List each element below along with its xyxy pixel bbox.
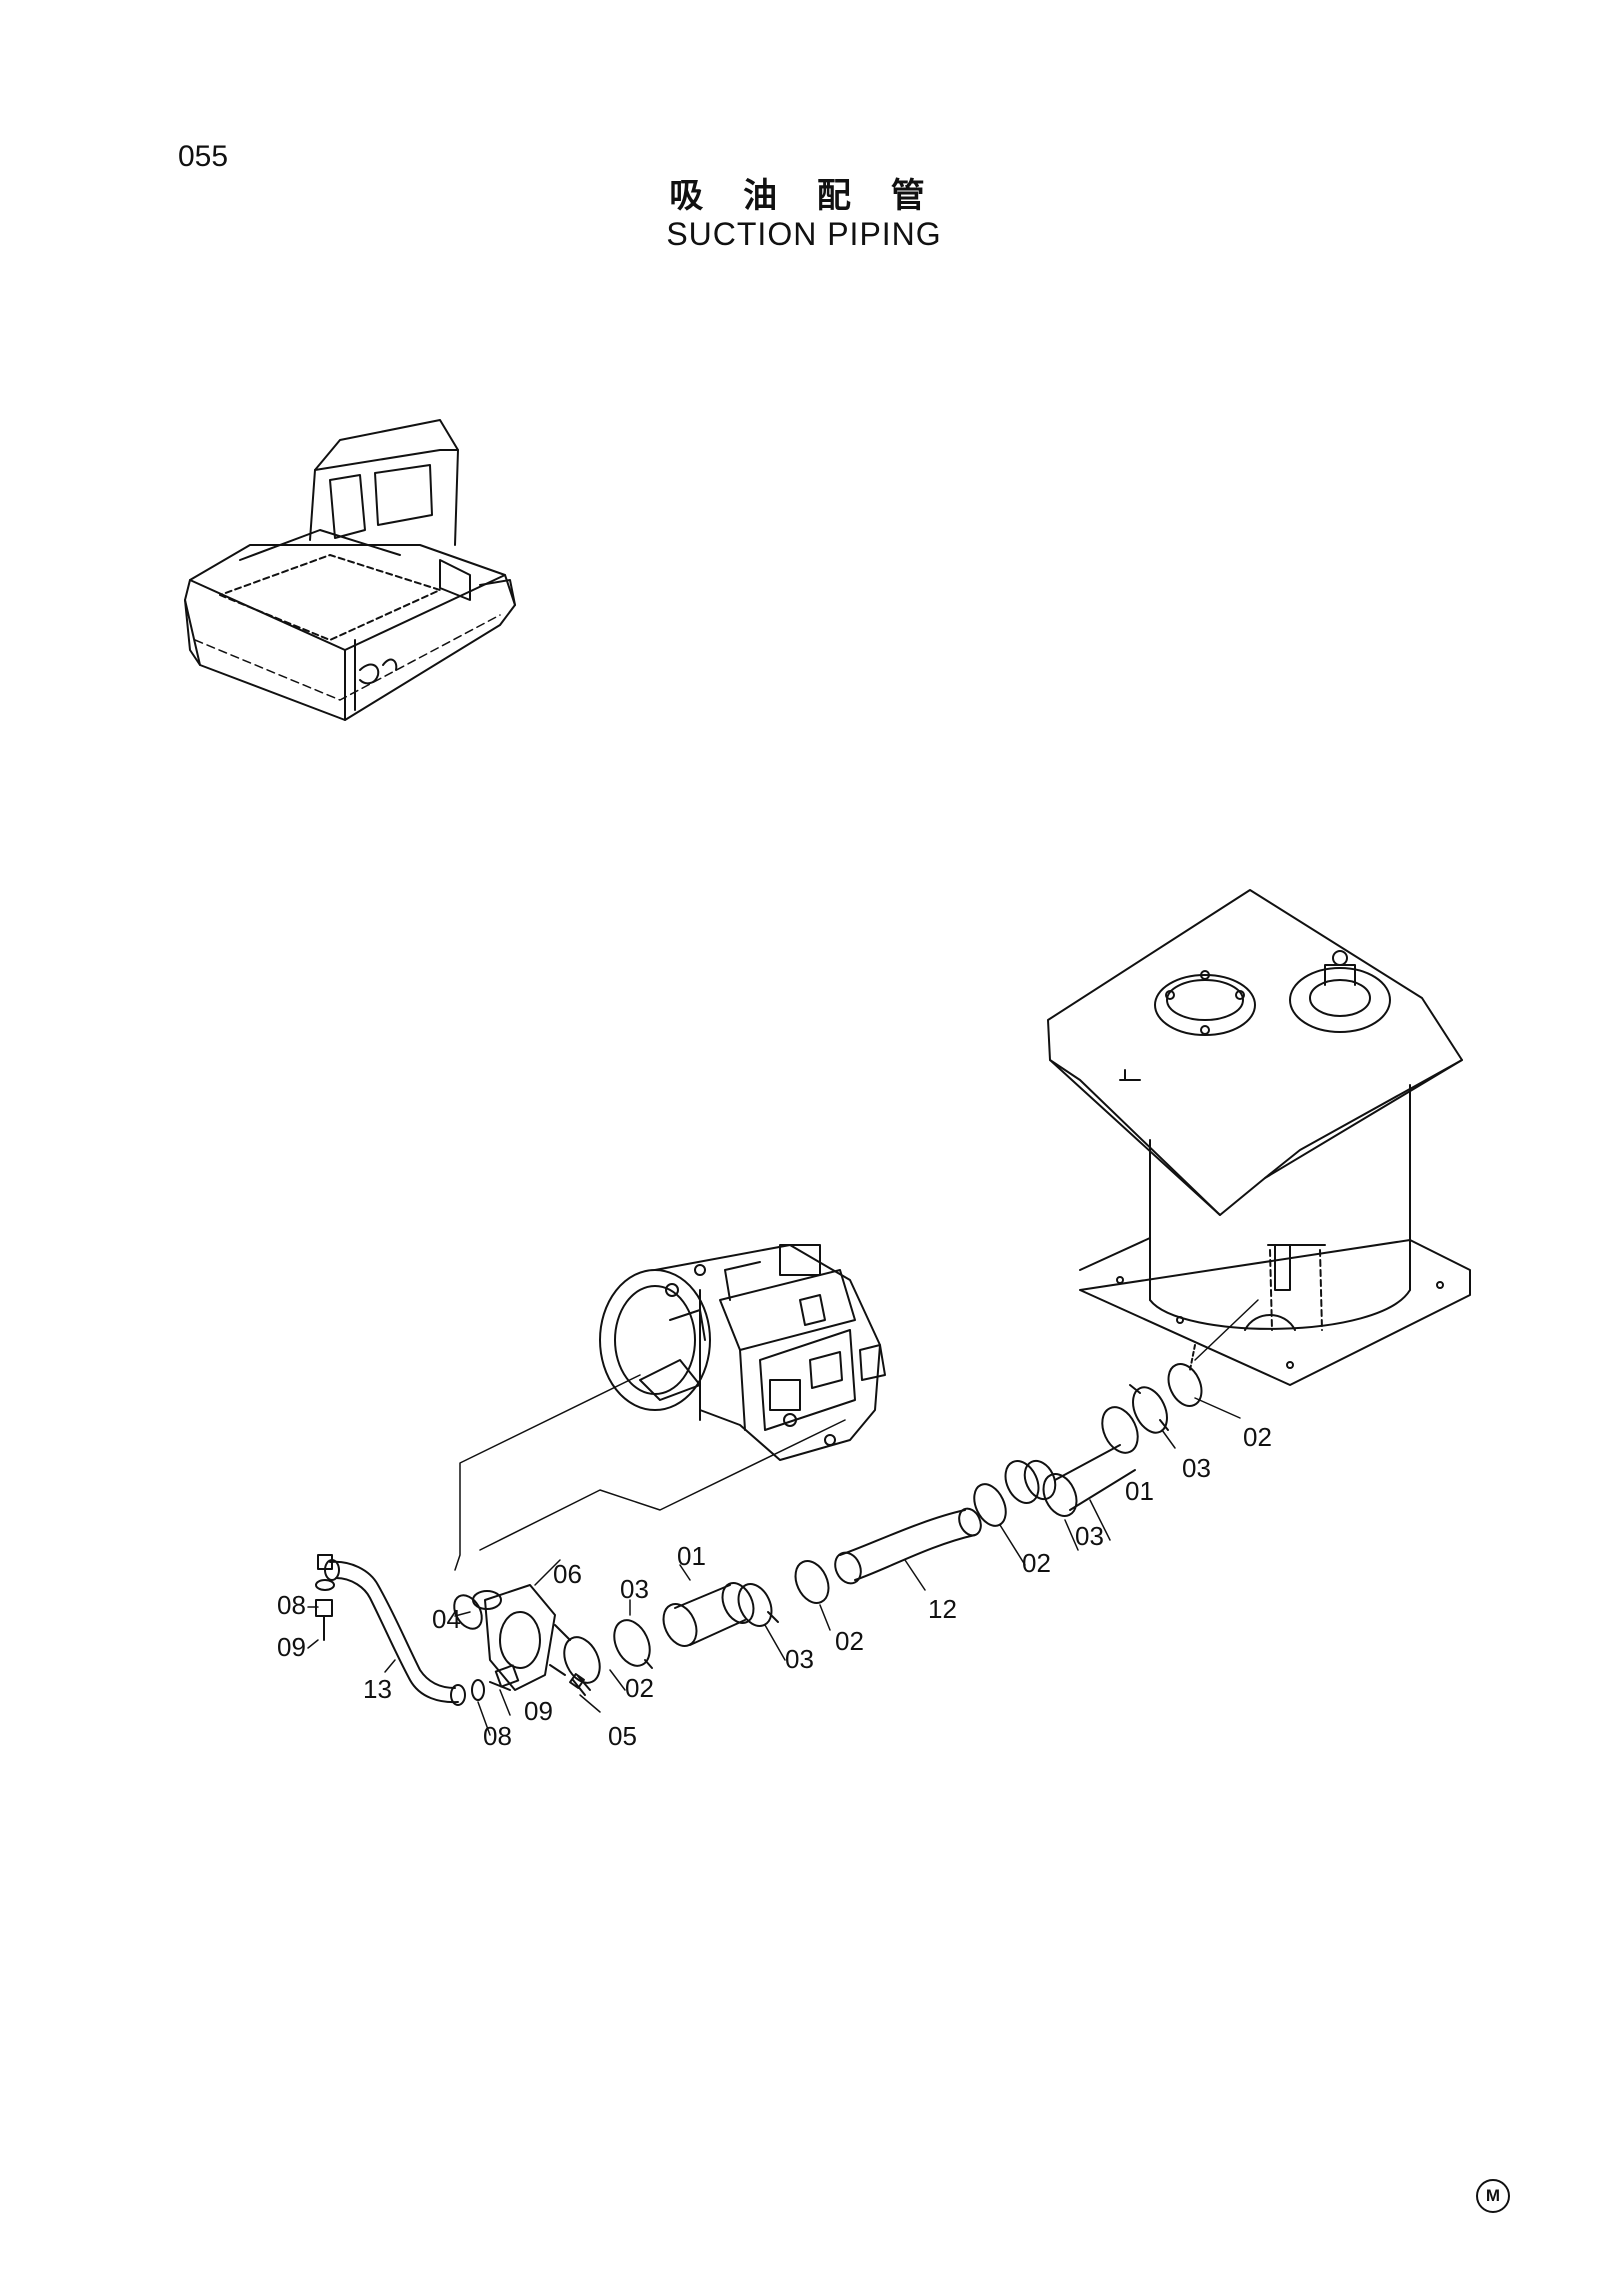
- corner-mark: M: [1476, 2179, 1510, 2213]
- title-chinese: 吸 油 配 管: [669, 176, 939, 216]
- excavator-overview: [184, 419, 516, 721]
- callout-label: 02: [835, 1626, 864, 1656]
- callout-label: 02: [1243, 1422, 1272, 1452]
- pump-leader-lines: [454, 1374, 846, 1571]
- callout-labels: 01 01 02 02 02 02 03 03 03 03 04 05 06 0…: [277, 1422, 1272, 1751]
- callout-label: 02: [1022, 1548, 1051, 1578]
- pump-assembly: [599, 1244, 886, 1461]
- callout-label: 06: [553, 1559, 582, 1589]
- piping-train: [315, 1363, 1203, 1706]
- callout-label: 03: [620, 1574, 649, 1604]
- callout-label: 03: [1075, 1521, 1104, 1551]
- callout-label: 01: [1125, 1476, 1154, 1506]
- callout-label: 09: [524, 1696, 553, 1726]
- callout-label: 01: [677, 1541, 706, 1571]
- page-number: 055: [178, 140, 229, 173]
- callout-label: 08: [277, 1590, 306, 1620]
- title-english: SUCTION PIPING: [666, 216, 942, 252]
- callout-label: 03: [1182, 1453, 1211, 1483]
- callout-label: 13: [363, 1674, 392, 1704]
- callout-label: 02: [625, 1673, 654, 1703]
- callout-label: 04: [432, 1604, 461, 1634]
- callout-label: 09: [277, 1632, 306, 1662]
- callout-label: 12: [928, 1594, 957, 1624]
- callout-leaders: [307, 1299, 1259, 1736]
- hydraulic-tank: [1047, 889, 1471, 1386]
- callout-label: 05: [608, 1721, 637, 1751]
- callout-label: 08: [483, 1721, 512, 1751]
- callout-label: 03: [785, 1644, 814, 1674]
